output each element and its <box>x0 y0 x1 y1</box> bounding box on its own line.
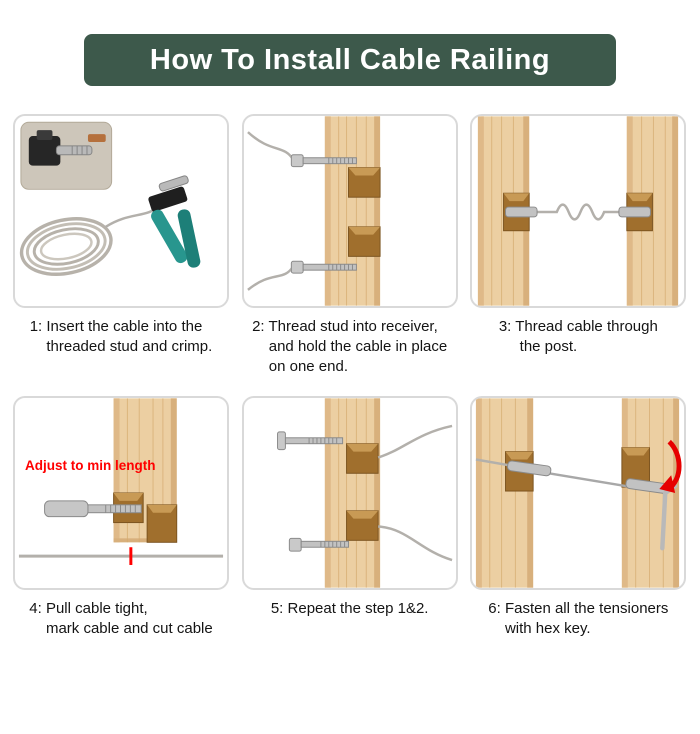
step-1-illustration <box>19 121 201 276</box>
step-2-illustration <box>246 116 381 306</box>
cut-mark <box>129 547 133 565</box>
inset-photo <box>20 121 113 190</box>
cable <box>377 525 453 562</box>
cable-receiver <box>505 206 652 218</box>
step-6-caption-area: 6: Fasten all the tensioners with hex ke… <box>470 590 686 678</box>
steps-grid: 1: Insert the cable into the threaded st… <box>13 114 687 678</box>
step-1-caption-area: 1: Insert the cable into the threaded st… <box>13 308 229 396</box>
step-3-caption-area: 3: Thread cable through the post. <box>470 308 686 396</box>
step-6-panel <box>470 396 687 590</box>
step-3-caption: 3: Thread cable through the post. <box>498 318 658 355</box>
step-5-caption: 5: Repeat the step 1&2. <box>270 600 429 617</box>
threaded-stud <box>44 500 142 518</box>
step-4-cell: Adjust to min length 4: Pull cable tight… <box>13 396 229 678</box>
threaded-stud <box>290 260 357 274</box>
step-3-illustration <box>478 116 679 306</box>
wood-post <box>478 116 531 306</box>
wood-post <box>476 398 534 588</box>
wood-post <box>113 398 178 543</box>
wood-post <box>324 398 380 588</box>
crimping-tool-icon <box>148 175 201 268</box>
step-4-illustration <box>18 398 224 565</box>
step-1-caption: 1: Insert the cable into the threaded st… <box>29 318 213 355</box>
wood-post <box>621 398 680 588</box>
post-notch <box>345 443 379 474</box>
cable <box>246 265 295 291</box>
tensioner-rod <box>549 472 633 489</box>
cable <box>535 203 622 221</box>
rotation-arrow-icon <box>659 439 682 493</box>
threaded-stud <box>288 537 349 552</box>
step-3-cell: 3: Thread cable through the post. <box>470 114 687 396</box>
cable <box>377 424 452 459</box>
step-5-panel <box>241 396 458 590</box>
step-6-caption: 6: Fasten all the tensioners with hex ke… <box>488 600 669 637</box>
post-notch <box>146 504 178 543</box>
cable <box>476 458 511 467</box>
adjust-length-label: Adjust to min length <box>25 458 156 473</box>
tensioner-terminal <box>507 460 552 477</box>
threaded-stud <box>276 431 343 451</box>
cable <box>246 131 295 161</box>
step-5-cell: 5: Repeat the step 1&2. <box>241 396 458 678</box>
step-5-caption-area: 5: Repeat the step 1&2. <box>242 590 458 678</box>
step-1-cell: 1: Insert the cable into the threaded st… <box>13 114 229 396</box>
page-title: How To Install Cable Railing <box>149 43 551 76</box>
step-6-illustration <box>476 398 682 588</box>
wood-post <box>324 116 381 306</box>
threaded-stud <box>290 154 357 168</box>
step-5-illustration <box>276 398 453 588</box>
post-notch <box>347 226 381 257</box>
step-2-caption: 2: Thread stud into receiver, and hold t… <box>252 318 448 375</box>
step-2-cell: 2: Thread stud into receiver, and hold t… <box>241 114 458 396</box>
step-2-panel <box>241 114 458 308</box>
step-3-panel <box>470 114 687 308</box>
cable-coil <box>19 217 113 276</box>
post-notch <box>347 167 381 198</box>
post-notch <box>345 510 379 541</box>
step-4-caption: 4: Pull cable tight, mark cable and cut … <box>29 600 213 637</box>
step-4-panel: Adjust to min length <box>13 396 229 590</box>
step-6-cell: 6: Fasten all the tensioners with hex ke… <box>470 396 687 678</box>
title-banner: How To Install Cable Railing <box>84 34 616 86</box>
step-4-caption-area: 4: Pull cable tight, mark cable and cut … <box>13 590 229 678</box>
step-1-panel <box>13 114 229 308</box>
step-2-caption-area: 2: Thread stud into receiver, and hold t… <box>242 308 458 396</box>
